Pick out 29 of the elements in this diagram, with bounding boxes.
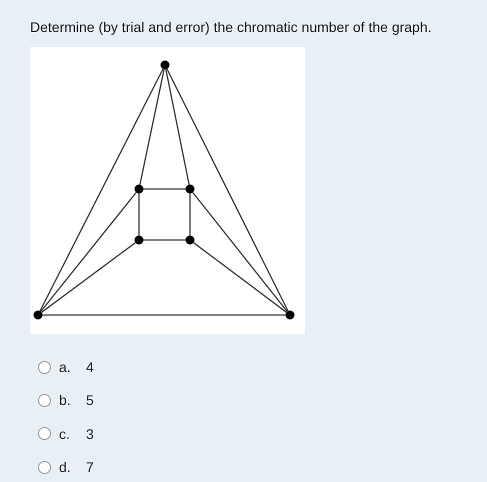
vertex-dot (160, 60, 170, 70)
graph-edge (165, 69, 190, 185)
vertex-dot (34, 310, 42, 320)
graph-edge (166, 68, 289, 312)
graph-edge (138, 194, 140, 236)
option-letter: d. (59, 459, 71, 476)
graph-edge (42, 314, 286, 316)
option-text: 7 (86, 459, 94, 476)
graph-edge (189, 194, 191, 236)
graph-edge (39, 68, 164, 312)
option-text: 3 (86, 426, 94, 442)
question-text: Determine (by trial and error) the chromatic number of the graph. (30, 19, 432, 35)
graph-edge (139, 69, 165, 185)
option-letter: c. (59, 426, 70, 442)
option-letter: a. (59, 359, 71, 375)
vertex-dot (134, 236, 144, 244)
graph-edge (144, 239, 186, 241)
graph-edge (193, 242, 287, 313)
vertex-dot (134, 184, 144, 194)
option-text: 4 (86, 359, 94, 375)
option-letter: b. (59, 392, 71, 408)
vertex-dot (186, 236, 194, 244)
graph-edge (40, 192, 137, 312)
graph-edge (41, 242, 136, 313)
graph-edge (192, 192, 288, 312)
vertex-dot (286, 310, 294, 320)
vertex-dot (186, 184, 194, 194)
option-text: 5 (86, 392, 94, 408)
graph-edge (144, 188, 186, 190)
